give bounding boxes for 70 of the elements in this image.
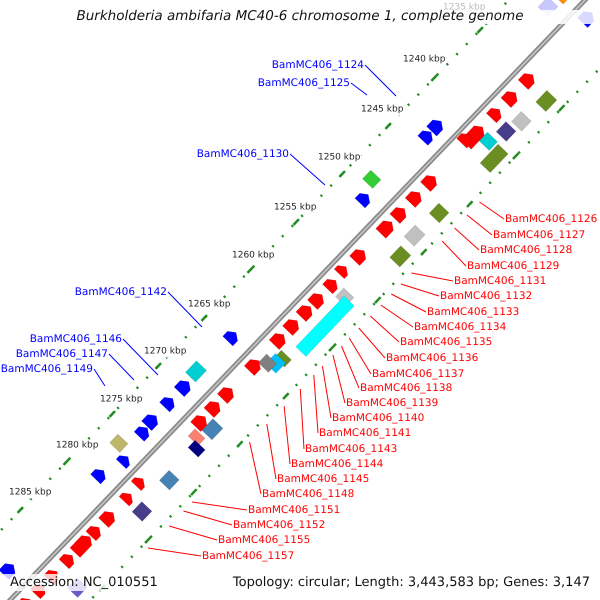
leader-line: [168, 292, 202, 328]
leader-line: [411, 272, 454, 282]
leader-line: [466, 214, 492, 236]
gene-label: BamMC406_1136: [386, 352, 478, 364]
leader-line: [348, 338, 372, 374]
gene-label: BamMC406_1141: [319, 428, 412, 438]
gene-label: BamMC406_1135: [400, 336, 492, 348]
gene-label: BamMC406_1149: [0, 364, 93, 374]
scale-label: 1265 kbp: [187, 300, 232, 310]
scale-label: 1250 kbp: [317, 152, 362, 164]
leader-line: [442, 240, 466, 266]
scale-label: 1260 kbp: [231, 250, 276, 262]
leader-line: [94, 368, 106, 386]
leader-line: [380, 304, 414, 328]
gene-label: BamMC406_1146: [30, 334, 122, 344]
gene-label: BamMC406_1142: [74, 286, 167, 298]
leader-line: [148, 548, 202, 556]
gene-label: BamMC406_1152: [233, 520, 326, 530]
gene-label: BamMC406_1128: [480, 244, 572, 256]
gene-label: BamMC406_1137: [372, 368, 464, 380]
leader-line: [400, 284, 440, 296]
leader-line: [284, 406, 290, 464]
gene-label: BamMC406_1155: [218, 534, 310, 546]
gene-label: BamMC406_1124: [272, 60, 364, 70]
gene-label: BamMC406_1144: [291, 458, 384, 470]
leader-line: [122, 338, 158, 376]
leader-line: [300, 388, 304, 450]
leader-line: [364, 64, 396, 96]
gene-label: BamMC406_1134: [414, 322, 506, 332]
leader-line: [249, 442, 262, 494]
gene-label: BamMC406_1130: [196, 148, 289, 160]
leader-line: [108, 354, 134, 380]
scale-label: 1280 kbp: [55, 440, 100, 452]
leader-line: [168, 526, 218, 540]
leader-line: [358, 328, 386, 358]
gene-label: BamMC406_1126: [505, 214, 598, 224]
gene-label: BamMC406_1151: [248, 504, 340, 516]
leader-line: [290, 154, 326, 186]
leader-line: [322, 366, 332, 418]
scale-label: 1240 kbp: [402, 54, 446, 66]
gene-label: BamMC406_1148: [262, 488, 354, 500]
leader-line: [183, 510, 232, 526]
leader-line: [341, 346, 360, 388]
gene-label: BamMC406_1145: [277, 474, 370, 484]
scale-label: 1275 kbp: [99, 394, 144, 406]
gene-label: BamMC406_1131: [454, 276, 546, 286]
leader-line: [370, 316, 400, 342]
scale-label: 1285 kbp: [8, 488, 52, 498]
scale-label: 1270 kbp: [143, 346, 188, 358]
gene-label: BamMC406_1139: [346, 398, 438, 408]
gene-label: BamMC406_1129: [467, 260, 560, 272]
leader-line: [454, 228, 480, 250]
gene-label: BamMC406_1143: [305, 444, 398, 454]
leader-line: [313, 374, 318, 434]
scale-label: 1245 kbp: [360, 104, 404, 116]
leader-line: [479, 202, 504, 220]
leader-line: [192, 502, 248, 510]
gene-label: BamMC406_1140: [332, 412, 424, 424]
gene-label: BamMC406_1138: [360, 382, 452, 394]
leader-line: [266, 424, 276, 480]
gene-label: BamMC406_1157: [202, 550, 294, 562]
gene-label: BamMC406_1127: [493, 230, 586, 240]
leader-line: [390, 294, 426, 312]
gene-label: BamMC406_1133: [427, 306, 520, 318]
leader-line: [350, 82, 368, 96]
gene-label: BamMC406_1125: [258, 78, 350, 88]
gene-label: BamMC406_1147: [16, 348, 108, 360]
leader-line: [332, 354, 346, 404]
gene-label: BamMC406_1132: [440, 290, 532, 302]
scale-label: 1255 kbp: [273, 202, 318, 214]
